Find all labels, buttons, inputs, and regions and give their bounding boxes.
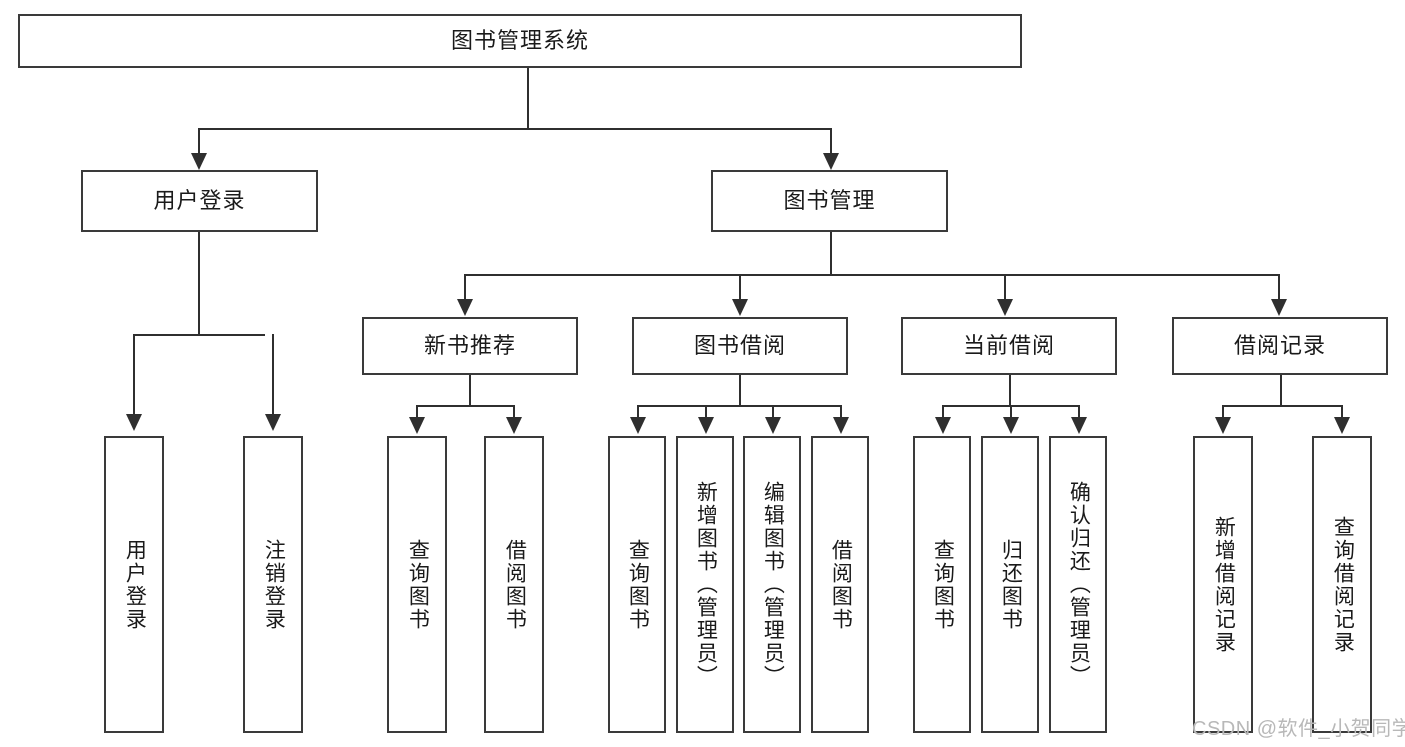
connector-book-management-stem (830, 232, 832, 274)
connector-bb-to-leaf-2 (705, 405, 707, 419)
node-user-login[interactable]: 用户登录 (81, 170, 318, 232)
arrow-bm-to-borrow-record (1271, 299, 1287, 316)
node-leaf-borrow-book-bb[interactable]: 借阅图书 (811, 436, 869, 733)
connector-borrow-record-stem (1280, 375, 1282, 405)
node-label: 图书借阅 (693, 333, 786, 359)
node-leaf-query-borrow-record[interactable]: 查询借阅记录 (1312, 436, 1372, 733)
arrow-bm-to-current-borrow (997, 299, 1013, 316)
node-label: 新增图书（管理员） (694, 481, 718, 688)
node-book-management[interactable]: 图书管理 (711, 170, 948, 232)
arrow-bm-to-book-borrow (732, 299, 748, 316)
connector-root-to-user-login (198, 128, 200, 156)
node-label: 查询图书 (931, 538, 955, 631)
connector-nb-to-leaf-2 (513, 405, 515, 419)
node-label: 确认归还（管理员） (1067, 481, 1091, 688)
connector-new-book-stem (469, 375, 471, 405)
connector-borrow-record-bar (1222, 405, 1342, 407)
node-leaf-user-login[interactable]: 用户登录 (104, 436, 164, 733)
node-leaf-logout[interactable]: 注销登录 (243, 436, 303, 733)
connector-bb-to-leaf-1 (637, 405, 639, 419)
connector-cb-to-leaf-1 (942, 405, 944, 419)
connector-book-management-bar (464, 274, 1280, 276)
node-leaf-edit-book-admin[interactable]: 编辑图书（管理员） (743, 436, 801, 733)
node-label: 用户登录 (123, 538, 147, 631)
node-label: 归还图书 (999, 538, 1023, 631)
node-label: 图书管理 (783, 188, 876, 214)
connector-user-login-to-leaf-2 (272, 334, 274, 416)
connector-bb-to-leaf-3 (772, 405, 774, 419)
node-leaf-query-book-bb[interactable]: 查询图书 (608, 436, 666, 733)
node-leaf-return-book[interactable]: 归还图书 (981, 436, 1039, 733)
arrow-root-to-user-login (191, 153, 207, 170)
node-label: 借阅记录 (1233, 333, 1326, 359)
connector-root-bar (198, 128, 832, 130)
connector-nb-to-leaf-1 (416, 405, 418, 419)
arrow-br-to-leaf-1 (1215, 417, 1231, 434)
arrow-br-to-leaf-2 (1334, 417, 1350, 434)
connector-cb-to-leaf-2 (1010, 405, 1012, 419)
arrow-cb-to-leaf-2 (1003, 417, 1019, 434)
arrow-bm-to-new-book (457, 299, 473, 316)
arrow-root-to-book-management (823, 153, 839, 170)
arrow-nb-to-leaf-2 (506, 417, 522, 434)
node-label: 编辑图书（管理员） (761, 481, 785, 688)
connector-bm-to-book-borrow (739, 274, 741, 302)
connector-bm-to-current-borrow (1004, 274, 1006, 302)
node-leaf-add-book-admin[interactable]: 新增图书（管理员） (676, 436, 734, 733)
node-label: 用户登录 (153, 188, 246, 214)
node-label: 新书推荐 (423, 333, 516, 359)
arrow-bb-to-leaf-1 (630, 417, 646, 434)
arrow-bb-to-leaf-2 (698, 417, 714, 434)
node-label: 查询图书 (406, 538, 430, 631)
arrow-user-login-to-leaf-1 (126, 414, 142, 431)
node-label: 当前借阅 (962, 333, 1055, 359)
connector-br-to-leaf-1 (1222, 405, 1224, 419)
connector-book-borrow-bar (637, 405, 840, 407)
connector-bm-to-new-book (464, 274, 466, 302)
node-label: 借阅图书 (503, 538, 527, 631)
connector-user-login-stem (198, 232, 200, 334)
arrow-user-login-to-leaf-2 (265, 414, 281, 431)
arrow-nb-to-leaf-1 (409, 417, 425, 434)
node-label: 新增借阅记录 (1212, 515, 1236, 654)
node-leaf-add-borrow-record[interactable]: 新增借阅记录 (1193, 436, 1253, 733)
connector-user-login-bar (133, 334, 265, 336)
node-current-borrow[interactable]: 当前借阅 (901, 317, 1117, 375)
connector-bm-to-borrow-record (1278, 274, 1280, 302)
node-leaf-query-book-nb[interactable]: 查询图书 (387, 436, 447, 733)
connector-new-book-bar (416, 405, 514, 407)
node-label: 借阅图书 (829, 538, 853, 631)
node-book-borrow[interactable]: 图书借阅 (632, 317, 848, 375)
connector-cb-to-leaf-3 (1078, 405, 1080, 419)
connector-current-borrow-stem (1009, 375, 1011, 405)
connector-book-borrow-stem (739, 375, 741, 405)
arrow-cb-to-leaf-1 (935, 417, 951, 434)
arrow-bb-to-leaf-4 (833, 417, 849, 434)
connector-user-login-to-leaf-1 (133, 334, 135, 416)
node-new-book-recommend[interactable]: 新书推荐 (362, 317, 578, 375)
node-label: 查询借阅记录 (1331, 515, 1355, 654)
connector-root-to-book-management (830, 128, 832, 156)
node-label: 图书管理系统 (450, 28, 589, 54)
node-label: 查询图书 (626, 538, 650, 631)
node-leaf-borrow-book-nb[interactable]: 借阅图书 (484, 436, 544, 733)
node-label: 注销登录 (262, 538, 286, 631)
node-leaf-query-book-cb[interactable]: 查询图书 (913, 436, 971, 733)
arrow-cb-to-leaf-3 (1071, 417, 1087, 434)
csdn-watermark: CSDN @软件_小贺同学 (1192, 718, 1405, 740)
node-borrow-record[interactable]: 借阅记录 (1172, 317, 1388, 375)
node-root-book-management-system[interactable]: 图书管理系统 (18, 14, 1022, 68)
arrow-bb-to-leaf-3 (765, 417, 781, 434)
connector-bb-to-leaf-4 (840, 405, 842, 419)
node-leaf-confirm-return-admin[interactable]: 确认归还（管理员） (1049, 436, 1107, 733)
connector-root-stem (527, 68, 529, 128)
connector-br-to-leaf-2 (1341, 405, 1343, 419)
